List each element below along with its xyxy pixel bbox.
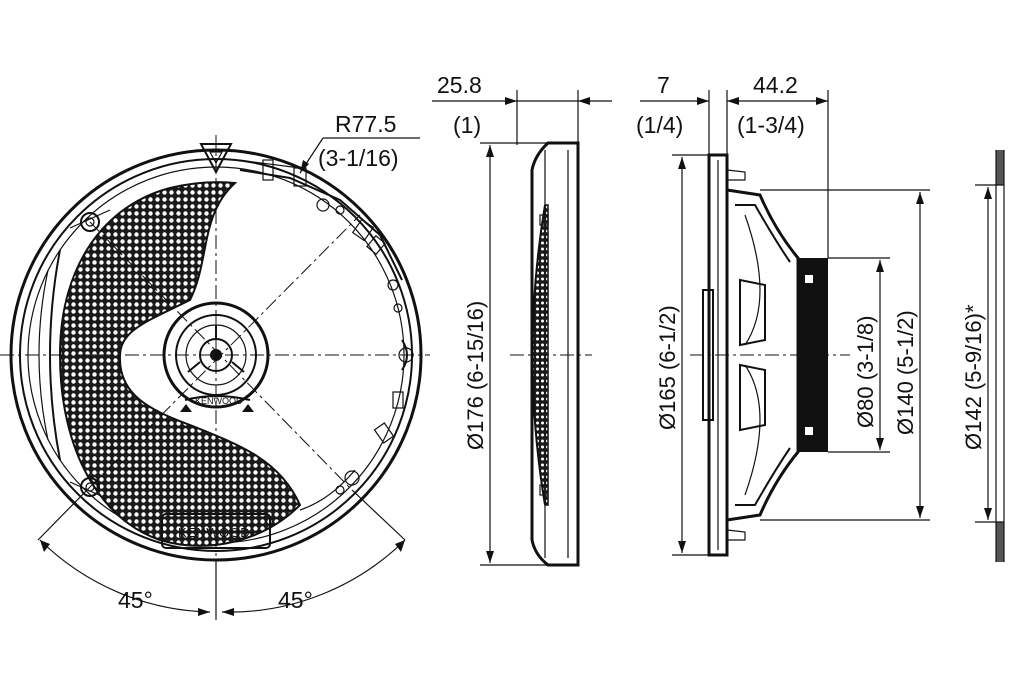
grille-side-view: 25.8 (1) Ø176 (6-15/16) xyxy=(432,72,612,567)
mount-depth-mm-label: 44.2 xyxy=(753,72,798,98)
radius-mm-label: R77.5 xyxy=(335,111,396,137)
flange-mm-label: 7 xyxy=(657,72,670,98)
radius-in-label: (3-1/16) xyxy=(318,145,399,171)
front-view: KENWOOD KENWOOD R77.5 (3-1/16) 4 xyxy=(0,111,430,620)
flange-in-label: (1/4) xyxy=(636,112,683,138)
mount-depth-in-label: (1-3/4) xyxy=(737,112,805,138)
grille-depth-in-label: (1) xyxy=(453,112,481,138)
grille-left xyxy=(58,181,302,547)
cutout-diameter-label: Ø142 (5-9/16)* xyxy=(961,304,986,450)
cutout-view: Ø142 (5-9/16)* xyxy=(961,150,1005,562)
angle-left-label: 45° xyxy=(118,587,153,613)
tweeter-brand: KENWOOD xyxy=(195,396,243,406)
grille-diameter-label: Ø176 (6-15/16) xyxy=(463,301,488,450)
grille-depth-mm-label: 25.8 xyxy=(437,72,482,98)
angle-right-label: 45° xyxy=(278,587,313,613)
basket-diameter-label: Ø140 (5-1/2) xyxy=(893,310,918,435)
magnet-diameter-label: Ø80 (3-1/8) xyxy=(853,316,878,429)
speaker-side-view: 7 (1/4) 44.2 (1-3/4) Ø165 (6-1/2) Ø80 (3… xyxy=(636,72,930,557)
brand-badge: KENWOOD xyxy=(178,525,250,540)
frame-diameter-label: Ø165 (6-1/2) xyxy=(655,305,680,430)
